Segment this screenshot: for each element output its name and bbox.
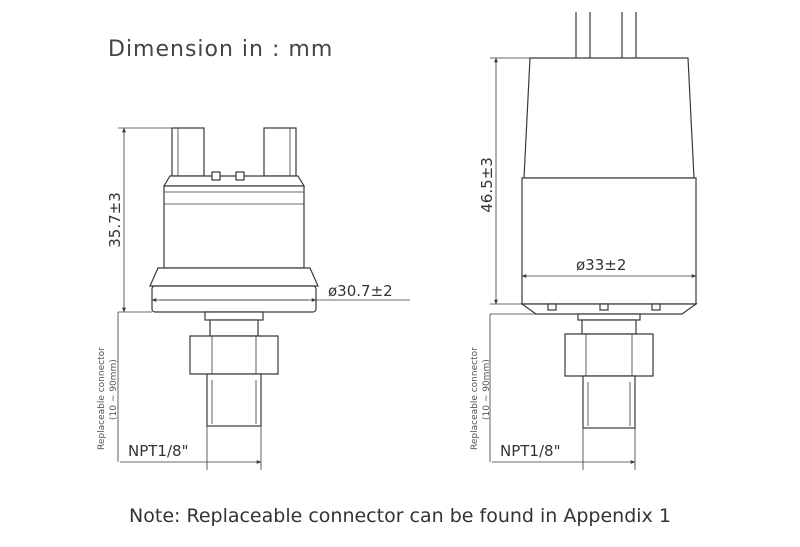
- left-thread: [206, 373, 262, 427]
- left-terminal-post: [171, 127, 205, 177]
- footnote: Note: Replaceable connector can be found…: [129, 505, 671, 527]
- right-thread-label: NPT1/8": [500, 442, 560, 460]
- left-collar: [149, 267, 319, 287]
- right-diameter-label: ø33±2: [576, 256, 626, 274]
- left-sensor: [149, 127, 319, 427]
- left-flange: [151, 285, 317, 313]
- left-body: [163, 185, 305, 269]
- right-connector-range: (10 ~ 90mm): [482, 359, 492, 420]
- right-upper-housing: [523, 57, 695, 179]
- left-terminal-post: [263, 127, 297, 177]
- left-connector-label: Replaceable connector: [97, 347, 107, 450]
- left-thread-label: NPT1/8": [128, 442, 188, 460]
- right-sensor: [520, 12, 698, 429]
- left-diameter-label: ø30.7±2: [328, 282, 393, 300]
- left-connector-range: (10 ~ 90mm): [109, 359, 119, 420]
- right-connector-label: Replaceable connector: [470, 347, 480, 450]
- left-cap-top: [162, 175, 306, 187]
- right-height-label: 46.5±3: [478, 157, 496, 213]
- left-height-label: 35.7±3: [106, 192, 124, 248]
- right-thread: [582, 375, 636, 429]
- right-body: [521, 177, 697, 305]
- right-hex-nut: [564, 333, 654, 377]
- drawing-title: Dimension in : mm: [108, 37, 333, 62]
- left-hex-nut: [189, 335, 279, 375]
